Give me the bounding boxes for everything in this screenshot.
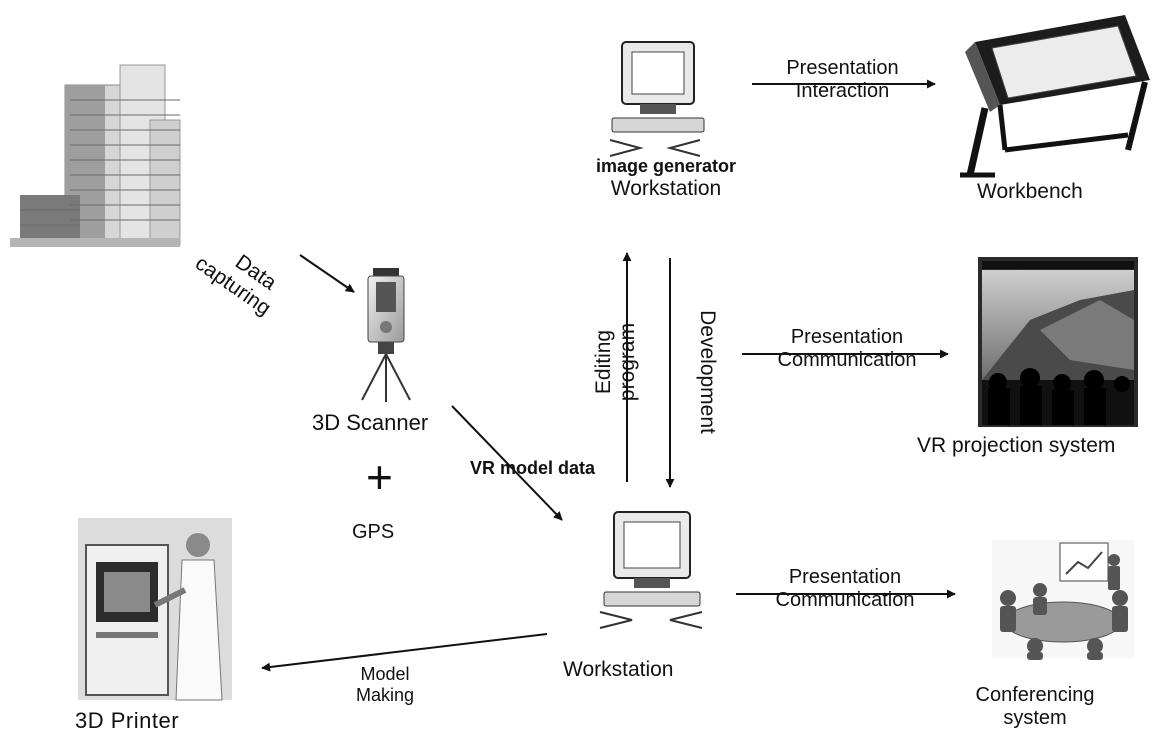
conference-room-icon (992, 540, 1134, 660)
model-making-label: Model Making (330, 664, 440, 705)
conferencing-line: Conferencing (975, 684, 1095, 706)
3d-printer-photo-icon (78, 518, 232, 701)
3d-scanner-icon (361, 268, 411, 402)
office-building-icon (10, 64, 181, 247)
arrow-data-capturing (299, 254, 355, 293)
communication-line: Communication (777, 349, 917, 371)
presentation-communication-conf-label: Presentation Communication (750, 566, 940, 612)
system-line: system (1003, 707, 1067, 729)
vr-model-data-label: VR model data (470, 458, 596, 478)
image-generator-label: image generator Workstation (556, 156, 776, 201)
development-label: Development (696, 310, 719, 434)
gps-label: GPS (352, 521, 395, 543)
interaction-line: Interaction (795, 80, 890, 102)
workstation-computer-icon (609, 41, 705, 157)
image-generator-workstation-line: Workstation (610, 176, 722, 200)
3d-printer-label: 3D Printer (75, 708, 180, 733)
vr-projection-photo-icon (978, 257, 1138, 427)
communication-line: Communication (775, 589, 915, 611)
workstation-computer-icon (599, 511, 703, 629)
presentation-communication-vr-label: Presentation Communication (752, 326, 942, 372)
workbench-display-icon (960, 15, 1150, 178)
program-line: program (616, 322, 640, 402)
presentation-line: Presentation (790, 326, 904, 348)
vr-projection-label: VR projection system (917, 434, 1116, 457)
plus-sign: + (366, 451, 393, 503)
presentation-line: Presentation (786, 57, 899, 79)
3d-scanner-label: 3D Scanner (312, 410, 429, 435)
making-line: Making (355, 684, 415, 705)
arrow-model-making (261, 633, 548, 672)
presentation-interaction-label: Presentation Interaction (760, 57, 925, 103)
presentation-line: Presentation (788, 566, 902, 588)
conferencing-label: Conferencing system (960, 684, 1110, 730)
editing-line: Editing (592, 329, 615, 395)
workstation-label: Workstation (563, 658, 674, 681)
arrow-vr-model-data (451, 405, 563, 521)
workbench-label: Workbench (977, 180, 1083, 203)
editing-program-label: Editing program (592, 302, 640, 422)
image-generator-line: image generator (595, 156, 737, 176)
model-line: Model (360, 664, 410, 684)
